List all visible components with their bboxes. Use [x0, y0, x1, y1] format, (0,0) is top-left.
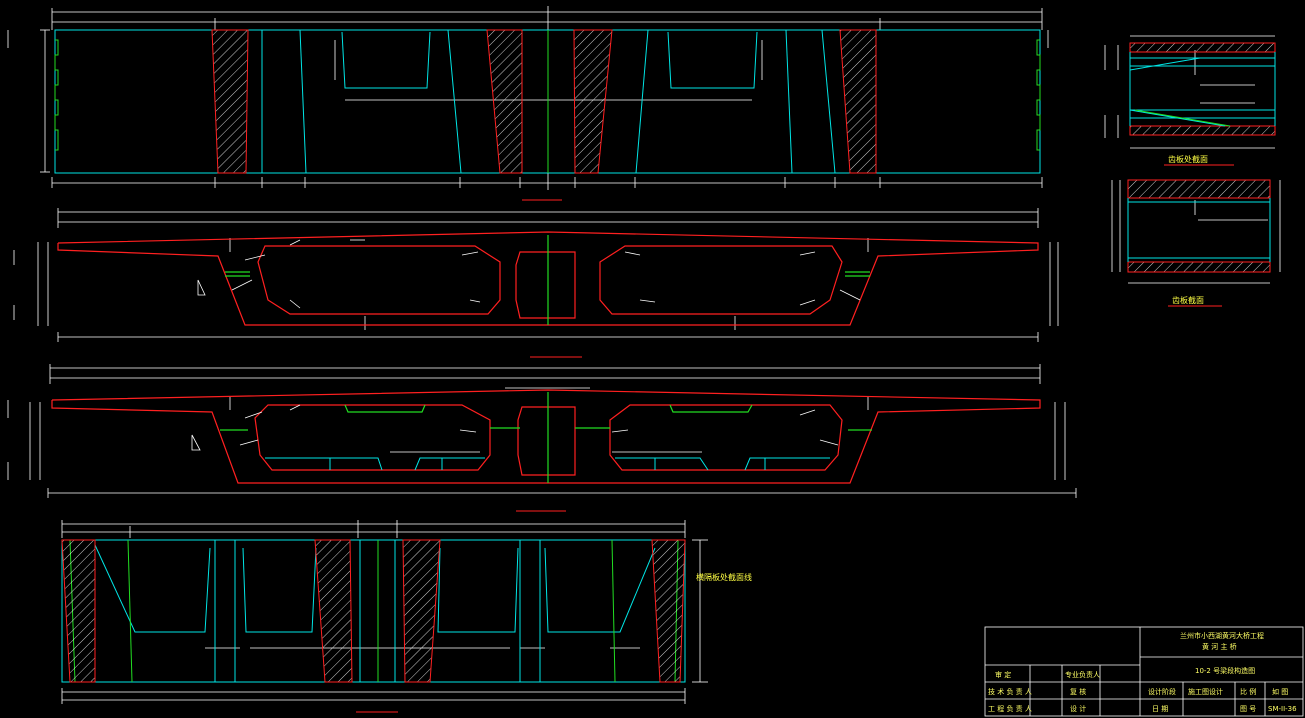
tb-sheet-value: SM-II-36 — [1268, 705, 1297, 713]
tb-scale-value: 如 图 — [1272, 687, 1288, 696]
section-1-concrete — [57, 231, 1039, 326]
title-block: 兰州市小西湖黄河大桥工程 黄 河 主 桥 10-2 号梁段构造图 审 定 专业负… — [984, 626, 1304, 717]
tb-row3-label: 工 程 负 责 人 — [988, 704, 1032, 713]
detail-a-green — [1134, 109, 1231, 127]
tb-row1-label: 审 定 — [995, 670, 1011, 679]
section-1-section-mark — [197, 279, 206, 296]
detail-b: 齿板截面 — [1111, 179, 1281, 307]
plan-bottom-dimensions — [61, 520, 708, 704]
detail-a-top-hatch — [1129, 42, 1276, 53]
detail-a-caption: 齿板处截面 — [1168, 154, 1208, 164]
detail-b-caption: 齿板截面 — [1172, 295, 1204, 305]
plan-bottom-outline — [61, 539, 686, 683]
tb-scale-label: 比 例 — [1240, 687, 1256, 696]
plan-view-top — [7, 6, 1049, 201]
side-view-annotation: 横隔板处截面线 — [696, 572, 752, 582]
section-1-centerline — [225, 235, 870, 325]
detail-a-lines — [1129, 52, 1276, 127]
detail-a: 齿板处截面 — [1104, 35, 1276, 166]
tb-stage-value: 施工图设计 — [1188, 687, 1223, 696]
detail-b-lines — [1127, 198, 1271, 262]
cross-section-1 — [13, 208, 1059, 358]
cross-section-2 — [7, 364, 1077, 512]
detail-b-dimensions — [1111, 180, 1281, 284]
detail-a-bottom-hatch — [1129, 125, 1276, 136]
section-2-leaders — [239, 404, 839, 446]
plan-bottom-diaphragms — [61, 539, 686, 683]
tb-stage-label: 设计阶段 — [1148, 687, 1176, 696]
tb-project-sub: 黄 河 主 桥 — [1202, 642, 1237, 651]
tb-row3-role: 设 计 — [1070, 704, 1086, 713]
plan-top-dimensions — [7, 6, 1049, 190]
title-block-grid — [984, 626, 1304, 717]
plan-top-centerline — [54, 30, 1041, 173]
tb-row2-label: 技 术 负 责 人 — [988, 687, 1032, 696]
section-1-leaders — [231, 239, 861, 309]
plan-top-diaphragms — [211, 29, 877, 174]
tb-drawing-title: 10-2 号梁段构造图 — [1195, 666, 1255, 675]
detail-b-bottom-hatch — [1127, 261, 1271, 273]
tb-sheet-label: 图 号 — [1240, 705, 1256, 713]
tb-row2-role: 复 核 — [1070, 687, 1086, 696]
detail-b-top-hatch — [1127, 179, 1271, 199]
section-2-section-mark — [191, 434, 201, 451]
section-2-dimensions — [7, 364, 1077, 498]
tb-project-name: 兰州市小西湖黄河大桥工程 — [1180, 631, 1264, 640]
detail-a-dimensions — [1104, 35, 1275, 149]
tb-row1-role: 专业负责人 — [1065, 670, 1100, 679]
plan-view-bottom: 横隔板处截面线 — [61, 520, 752, 713]
section-2-centerline — [220, 392, 872, 483]
section-1-dimensions — [13, 208, 1059, 342]
plan-bottom-centerline — [69, 539, 679, 683]
section-2-concrete — [51, 389, 1041, 484]
tb-date-label: 日 期 — [1152, 705, 1168, 713]
section-2-inner-lines — [265, 457, 830, 471]
